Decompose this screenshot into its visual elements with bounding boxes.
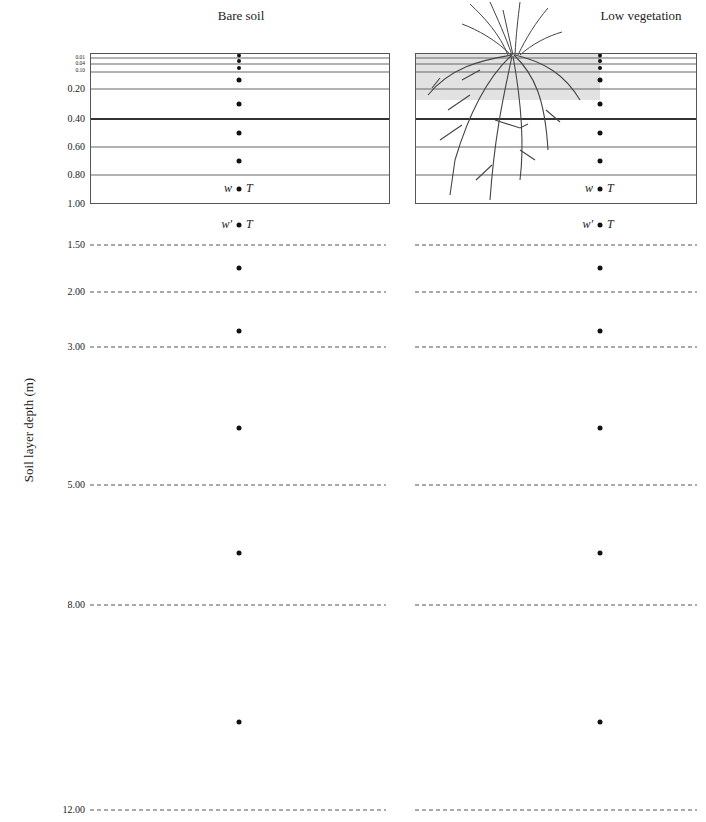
column-heading: Bare soil	[218, 8, 265, 24]
depth-value: 1.50	[68, 240, 86, 250]
depth-value: 0.01	[75, 55, 85, 61]
depth-value: 2.00	[68, 287, 86, 297]
variable-symbol: T	[607, 182, 614, 194]
depth-value: 0.04	[75, 61, 85, 67]
depth-value: 0.10	[75, 68, 85, 74]
depth-value: 1.00	[68, 199, 86, 209]
depth-value: 0.20	[68, 84, 86, 94]
variable-symbol: w	[585, 182, 593, 194]
depth-value: 0.60	[68, 142, 86, 152]
axis-title: Soil layer depth (m)	[22, 378, 35, 482]
soil-column: Low vegetation	[415, 53, 697, 204]
column-heading: Low vegetation	[600, 8, 681, 24]
depth-value: 8.00	[68, 600, 86, 610]
depth-value: 0.40	[68, 114, 86, 124]
variable-symbol: T	[607, 218, 614, 230]
variable-symbol: w'	[582, 218, 593, 230]
variable-symbol: T	[246, 218, 253, 230]
variable-symbol: T	[246, 182, 253, 194]
depth-value: 3.00	[68, 342, 86, 352]
depth-value: 0.80	[68, 170, 86, 180]
depth-value: 12.00	[63, 805, 86, 815]
variable-symbol: w'	[221, 218, 232, 230]
soil-column: Bare soil	[90, 53, 390, 204]
depth-value: 5.00	[68, 480, 86, 490]
variable-symbol: w	[224, 182, 232, 194]
